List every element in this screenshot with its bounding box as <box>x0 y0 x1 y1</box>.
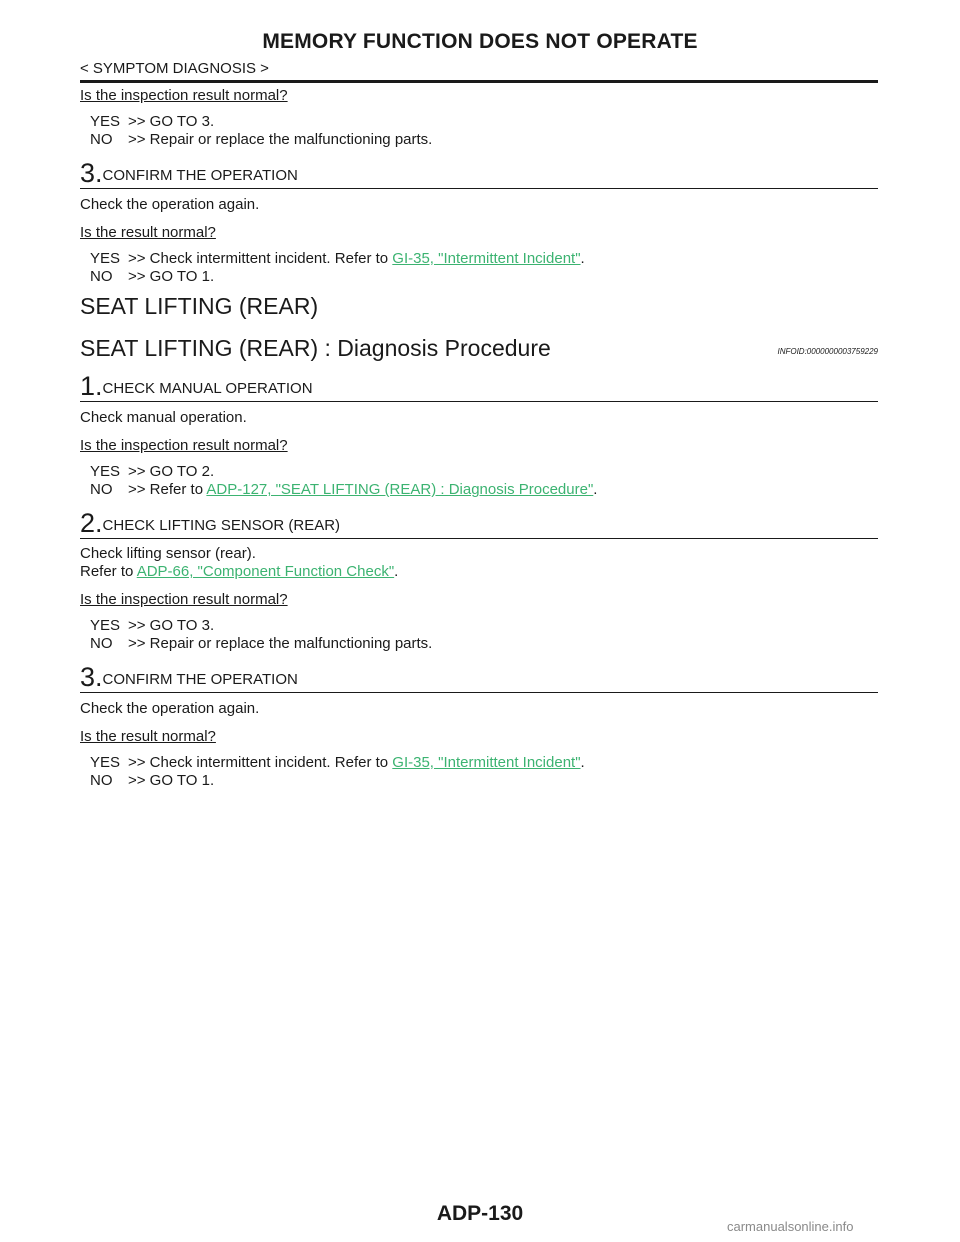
answer-yes: YES >> Check intermittent incident. Refer… <box>90 754 878 772</box>
step-title: CONFIRM THE OPERATION <box>102 671 298 688</box>
watermark: carmanualsonline.info <box>727 1219 854 1234</box>
answer-key: NO <box>90 635 113 652</box>
answer-key: NO <box>90 268 113 285</box>
step-instruction: Check the operation again. <box>80 196 260 213</box>
document-body: Is the inspection result normal? YES >> G… <box>80 86 878 790</box>
reference-link[interactable]: GI-35, "Intermittent Incident" <box>392 250 581 267</box>
answer-list: YES >> GO TO 3. NO >> Repair or replace th… <box>90 113 878 149</box>
page-title: MEMORY FUNCTION DOES NOT OPERATE <box>262 30 698 53</box>
answer-list: YES >> Check intermittent incident. Refer… <box>90 250 878 286</box>
answer-no: NO >> GO TO 1. <box>90 772 878 790</box>
step-heading: 1.CHECK MANUAL OPERATION <box>80 373 878 402</box>
answer-key: YES <box>90 250 121 267</box>
result-question: Is the result normal? <box>80 224 216 241</box>
inspection-question: Is the inspection result normal? <box>80 87 288 104</box>
answer-key: NO <box>90 481 113 498</box>
step-instruction: Check manual operation. <box>80 409 247 426</box>
inspection-question: Is the inspection result normal? <box>80 591 288 608</box>
step-heading: 3.CONFIRM THE OPERATION <box>80 664 878 693</box>
step-title: CONFIRM THE OPERATION <box>102 167 298 184</box>
answer-text: >> GO TO 3. <box>128 113 215 130</box>
inspection-question: Is the inspection result normal? <box>80 437 288 454</box>
page-number: ADP-130 <box>436 1202 524 1225</box>
answer-key: NO <box>90 772 113 789</box>
reference-link[interactable]: ADP-66, "Component Function Check" <box>136 563 395 580</box>
header-divider <box>80 80 878 83</box>
procedure-heading: SEAT LIFTING (REAR) : Diagnosis Procedur… <box>80 334 878 362</box>
answer-text: >> Refer to ADP-127, "SEAT LIFTING (REAR… <box>128 481 598 498</box>
step-title: CHECK LIFTING SENSOR (REAR) <box>102 517 341 534</box>
answer-text: >> GO TO 1. <box>128 772 215 789</box>
answer-key: YES <box>90 113 121 130</box>
answer-yes: YES >> Check intermittent incident. Refer… <box>90 250 878 268</box>
answer-yes: YES >> GO TO 3. <box>90 617 878 635</box>
answer-text: >> Repair or replace the malfunctioning … <box>128 635 433 652</box>
section-title: SEAT LIFTING (REAR) <box>80 293 319 319</box>
answer-text: >> GO TO 1. <box>128 268 215 285</box>
answer-list: YES >> Check intermittent incident. Refer… <box>90 754 878 790</box>
step-instruction: Check lifting sensor (rear). Refer to AD… <box>80 545 399 580</box>
answer-no: NO >> Refer to ADP-127, "SEAT LIFTING (RE… <box>90 481 878 499</box>
answer-no: NO >> Repair or replace the malfunctionin… <box>90 635 878 653</box>
procedure-title: SEAT LIFTING (REAR) : Diagnosis Procedur… <box>80 335 551 361</box>
result-question: Is the result normal? <box>80 728 216 745</box>
step-instruction: Check the operation again. <box>80 700 260 717</box>
reference-link[interactable]: ADP-127, "SEAT LIFTING (REAR) : Diagnosi… <box>206 481 594 498</box>
reference-link[interactable]: GI-35, "Intermittent Incident" <box>392 754 581 771</box>
answer-list: YES >> GO TO 2. NO >> Refer to ADP-127, "S… <box>90 463 878 499</box>
answer-key: YES <box>90 463 121 480</box>
answer-text: >> Check intermittent incident. Refer to… <box>128 754 585 771</box>
breadcrumb: < SYMPTOM DIAGNOSIS > <box>80 60 269 77</box>
answer-text: >> Check intermittent incident. Refer to… <box>128 250 585 267</box>
step-heading: 3.CONFIRM THE OPERATION <box>80 160 878 189</box>
info-id: INFOID:0000000003759229 <box>777 347 878 356</box>
answer-no: NO >> GO TO 1. <box>90 268 878 286</box>
step-number: 3. <box>80 158 103 188</box>
answer-list: YES >> GO TO 3. NO >> Repair or replace th… <box>90 617 878 653</box>
step-title: CHECK MANUAL OPERATION <box>102 380 313 397</box>
step-heading: 2.CHECK LIFTING SENSOR (REAR) <box>80 510 878 539</box>
answer-text: >> GO TO 3. <box>128 617 215 634</box>
answer-yes: YES >> GO TO 3. <box>90 113 878 131</box>
answer-text: >> Repair or replace the malfunctioning … <box>128 131 433 148</box>
answer-text: >> GO TO 2. <box>128 463 215 480</box>
step-number: 3. <box>80 662 103 692</box>
step-number: 2. <box>80 508 103 538</box>
answer-key: YES <box>90 617 121 634</box>
answer-key: NO <box>90 131 113 148</box>
answer-no: NO >> Repair or replace the malfunctionin… <box>90 131 878 149</box>
answer-yes: YES >> GO TO 2. <box>90 463 878 481</box>
step-number: 1. <box>80 371 103 401</box>
answer-key: YES <box>90 754 121 771</box>
